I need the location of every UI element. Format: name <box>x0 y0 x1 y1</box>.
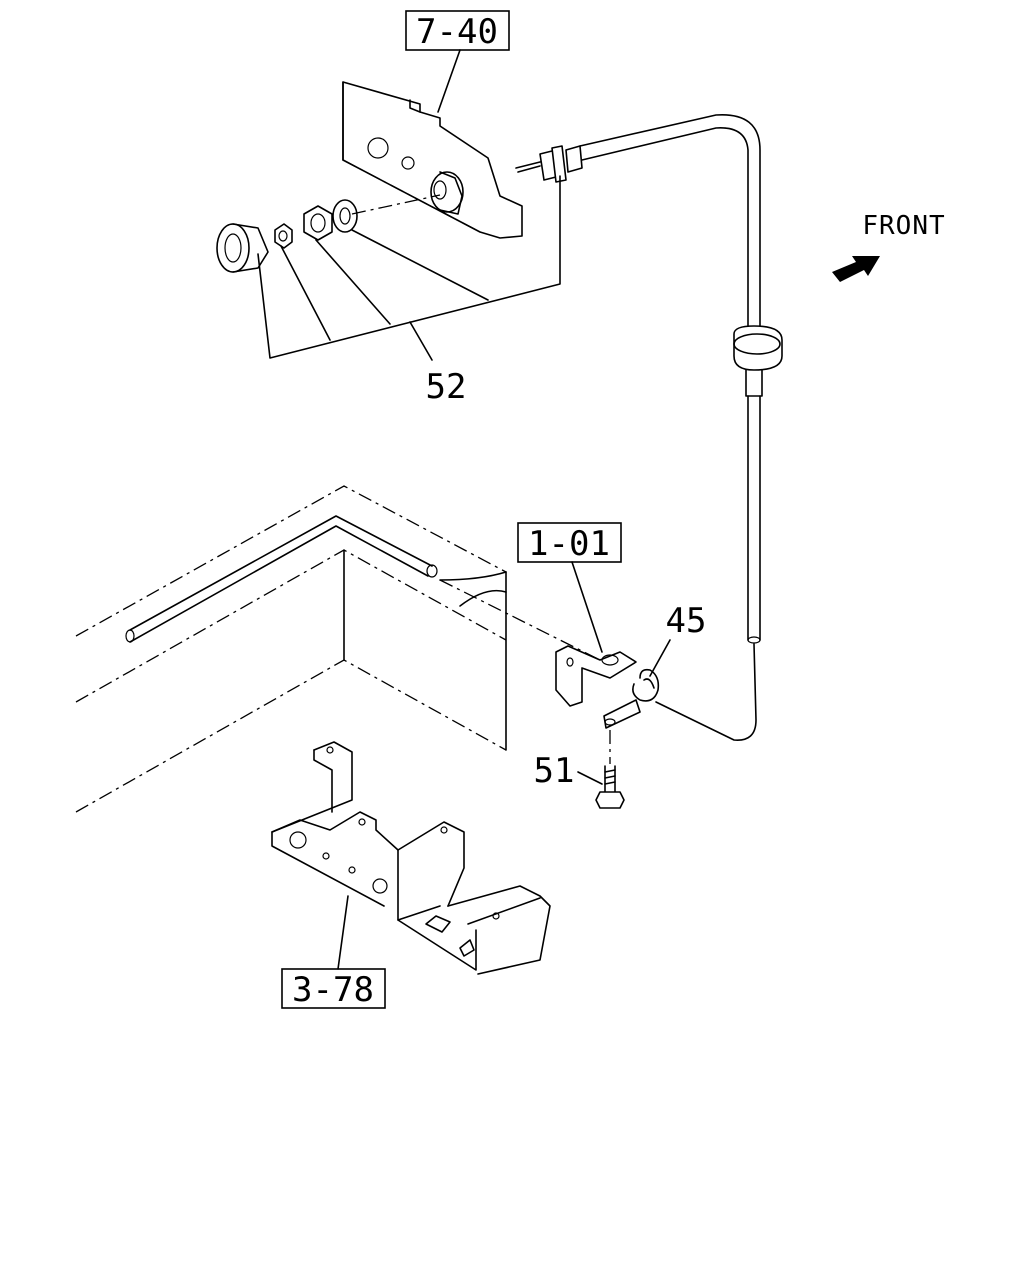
hex-nut <box>303 205 333 241</box>
front-indicator: FRONT <box>832 211 945 282</box>
mounting-plate <box>342 81 523 239</box>
part-number-45[interactable]: 45 <box>666 601 707 641</box>
leader-45 <box>649 639 671 677</box>
svg-text:1-01: 1-01 <box>528 524 610 564</box>
grommet <box>216 223 269 273</box>
control-cable <box>579 114 783 741</box>
leader-3-78 <box>337 895 349 970</box>
small-nut <box>274 223 293 249</box>
axis-line <box>351 194 441 215</box>
washer <box>332 199 358 233</box>
lower-bracket <box>271 741 551 975</box>
svg-text:3-78: 3-78 <box>292 970 374 1010</box>
cable-end-fitting <box>515 145 583 183</box>
reference-3-78[interactable]: 3-78 <box>281 968 386 1010</box>
leader-7-40 <box>437 49 461 113</box>
part-number-52[interactable]: 52 <box>426 367 467 407</box>
svg-text:7-40: 7-40 <box>416 12 498 52</box>
leader-51 <box>577 771 603 785</box>
clip-bracket <box>555 645 637 707</box>
part-number-51[interactable]: 51 <box>534 751 575 791</box>
leader-52 <box>257 175 561 361</box>
cable-clip <box>603 668 660 729</box>
bolt <box>595 765 625 809</box>
arrow-icon <box>832 256 880 282</box>
svg-text:FRONT: FRONT <box>862 211 945 241</box>
reference-1-01[interactable]: 1-01 <box>517 522 622 564</box>
leader-1-01 <box>571 561 603 653</box>
frame-rail <box>75 485 601 813</box>
reference-7-40[interactable]: 7-40 <box>405 10 510 52</box>
